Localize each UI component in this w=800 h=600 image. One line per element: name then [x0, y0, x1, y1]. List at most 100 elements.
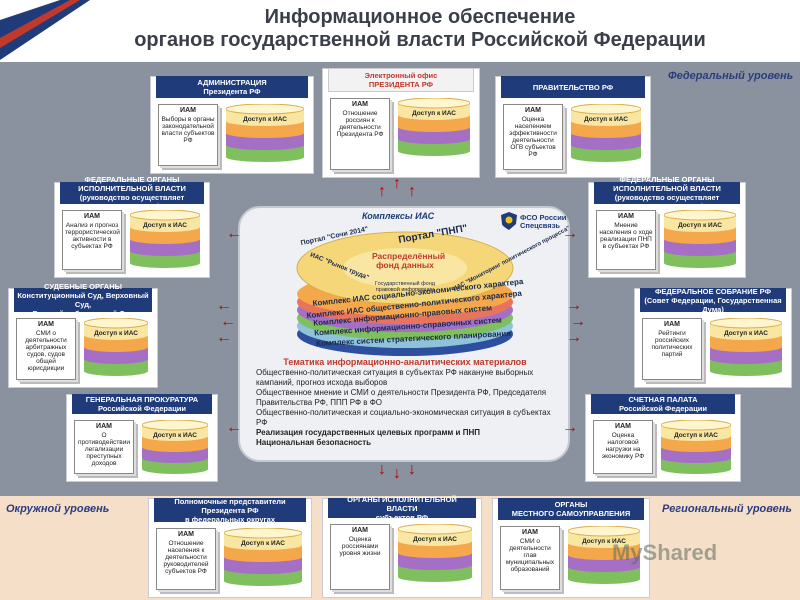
access-label: Доступ к ИАС [678, 222, 722, 229]
iam-label: ИАМ [180, 107, 196, 114]
iam-label: ИАМ [352, 101, 368, 108]
iam-label: ИАМ [178, 531, 194, 538]
ias-database-icon: Доступ к ИАС [83, 317, 149, 376]
themes-block: Тематика информационно-аналитических мат… [256, 357, 554, 448]
ias-database-icon: Доступ к ИАС [660, 419, 732, 474]
regional-level-label: Региональный уровень [662, 503, 792, 515]
theme-item: Национальная безопасность [256, 438, 372, 447]
data-flow-arrow-icon: ↑ [393, 175, 401, 192]
data-flow-arrow-icon: ↑ [378, 183, 386, 200]
access-label: Доступ к ИАС [241, 540, 285, 547]
ias-database-icon: Доступ к ИАС [709, 317, 783, 376]
page-title: Информационное обеспечение органов госуд… [134, 6, 706, 51]
iam-topic: Отношение россиян к деятельности Президе… [336, 110, 384, 138]
card-title: Полномочные представители Президента РФ … [154, 497, 306, 524]
theme-item: Общественно-политическая и социально-эко… [256, 408, 551, 427]
iam-topic: О противодействии легализации преступных… [77, 432, 131, 467]
federal-level-label: Федеральный уровень [668, 70, 794, 82]
access-label: Доступ к ИАС [243, 116, 287, 123]
data-flow-arrow-icon: ← [216, 329, 232, 346]
header: Информационное обеспечение органов госуд… [0, 0, 800, 60]
data-flow-arrow-icon: ← [226, 225, 242, 242]
okrug-level-label: Окружной уровень [6, 503, 110, 515]
card-title: ФЕДЕРАЛЬНЫЕ ОРГАНЫ ИСПОЛНИТЕЛЬНОЙ ВЛАСТИ… [594, 175, 740, 211]
ias-database-icon: Доступ к ИАС [397, 523, 473, 582]
theme-item: Общественно-политическая ситуация в субъ… [256, 368, 534, 387]
ias-database-icon: Доступ к ИАС [663, 209, 737, 268]
data-flow-arrow-icon: ← [220, 313, 236, 330]
ias-database-icon: Доступ к ИАС [567, 525, 641, 584]
data-flow-arrow-icon: ↑ [408, 183, 416, 200]
data-flow-arrow-icon: → [566, 329, 582, 346]
iam-label: ИАМ [84, 213, 100, 220]
access-label: Доступ к ИАС [584, 116, 628, 123]
iam-label: ИАМ [522, 529, 538, 536]
themes-list: Общественно-политическая ситуация в субъ… [256, 368, 554, 448]
fso-label: ФСО России Спецсвязь [520, 213, 567, 230]
access-label: Доступ к ИАС [413, 536, 457, 543]
data-flow-arrow-icon: ← [226, 419, 242, 436]
iam-document: ИАМ Отношение населения к деятельности ру… [156, 528, 216, 590]
data-flow-arrow-icon: ↓ [393, 465, 401, 482]
header-decoration [0, 0, 90, 60]
iam-topic: СМИ о деятельности глав муниципальных об… [505, 538, 555, 573]
access-label: Доступ к ИАС [674, 432, 718, 439]
access-label: Доступ к ИАС [153, 432, 197, 439]
theme-item: Реализация государственных целевых прогр… [256, 428, 480, 437]
access-label: Доступ к ИАС [724, 330, 768, 337]
card-title: ОРГАНЫ ИСПОЛНИТЕЛЬНОЙ ВЛАСТИ субъектов Р… [328, 495, 476, 522]
iam-document: ИАМ СМИ о деятельности глав муниципальных… [500, 526, 560, 590]
iam-document: ИАМ Отношение россиян к деятельности През… [330, 98, 390, 170]
theme-item: Общественное мнение и СМИ о деятельности… [256, 388, 547, 407]
legal-fund-label: Государственный фонд правовой информации [375, 281, 435, 293]
data-flow-arrow-icon: → [562, 225, 578, 242]
data-flow-arrow-icon: ↓ [378, 461, 386, 478]
iam-document: ИАМ СМИ о деятельности арбитражных судов,… [16, 318, 76, 380]
iam-topic: Оценка населением эффективности деятельн… [509, 116, 557, 158]
iam-topic: Рейтинги российских политических партий [651, 330, 693, 358]
iam-label: ИАМ [352, 527, 368, 534]
card-title: ГЕНЕРАЛЬНАЯ ПРОКУРАТУРА Российской Федер… [72, 394, 212, 414]
iam-document: ИАМ Оценка налоговой нагрузки на экономик… [593, 420, 653, 474]
card-title: АДМИНИСТРАЦИЯ Президента РФ [156, 76, 308, 98]
card-title: ФЕДЕРАЛЬНОЕ СОБРАНИЕ РФ (Совет Федерации… [640, 287, 786, 314]
card-title: ОРГАНЫ МЕСТНОГО САМОУПРАВЛЕНИЯ [498, 498, 644, 520]
ias-database-icon: Доступ к ИАС [129, 209, 201, 268]
fso-emblem-icon [501, 212, 517, 230]
card-title: Электронный офис ПРЕЗИДЕНТА РФ [328, 68, 474, 92]
iam-topic: Выборы в органы законодательной власти с… [161, 116, 215, 144]
iam-topic: Анализ и прогноз террористической активн… [65, 222, 120, 250]
iam-label: ИАМ [38, 321, 54, 328]
access-label: Доступ к ИАС [94, 330, 138, 337]
data-flow-arrow-icon: ← [216, 297, 232, 314]
iam-label: ИАМ [618, 213, 634, 220]
ias-database-icon: Доступ к ИАС [570, 103, 642, 162]
watermark: MyShared [612, 540, 718, 565]
card-title: СЧЕТНАЯ ПАЛАТА Российской Федерации [591, 394, 735, 414]
card-title: СУДЕБНЫЕ ОРГАНЫ Конституционный Суд, Вер… [14, 282, 152, 318]
ias-stack-diagram [296, 231, 514, 356]
iam-topic: Оценка россиянами уровня жизни [339, 536, 381, 557]
iam-topic: Оценка налоговой нагрузки на экономику Р… [601, 432, 645, 460]
data-flow-arrow-icon: → [566, 297, 582, 314]
iam-document: ИАМ Выборы в органы законодательной власт… [158, 104, 218, 166]
access-label: Доступ к ИАС [412, 110, 456, 117]
access-label: Доступ к ИАС [582, 538, 626, 545]
iam-label: ИАМ [664, 321, 680, 328]
ias-database-icon: Доступ к ИАС [225, 103, 305, 162]
iam-document: ИАМ Оценка россиянами уровня жизни [330, 524, 390, 590]
ias-complexes-title: Комплексы ИАС [362, 211, 435, 221]
iam-topic: Отношение населения к деятельности руков… [163, 540, 209, 575]
iam-topic: СМИ о деятельности арбитражных судов, су… [25, 330, 67, 372]
data-flow-arrow-icon: → [570, 313, 586, 330]
data-flow-arrow-icon: → [562, 419, 578, 436]
iam-label: ИАМ [615, 423, 631, 430]
iam-document: ИАМ Рейтинги российских политических парт… [642, 318, 702, 380]
data-flow-arrow-icon: ↓ [408, 461, 416, 478]
card-title: ПРАВИТЕЛЬСТВО РФ [501, 76, 645, 98]
iam-document: ИАМ Анализ и прогноз террористической акт… [62, 210, 122, 270]
ias-database-icon: Доступ к ИАС [141, 419, 209, 474]
